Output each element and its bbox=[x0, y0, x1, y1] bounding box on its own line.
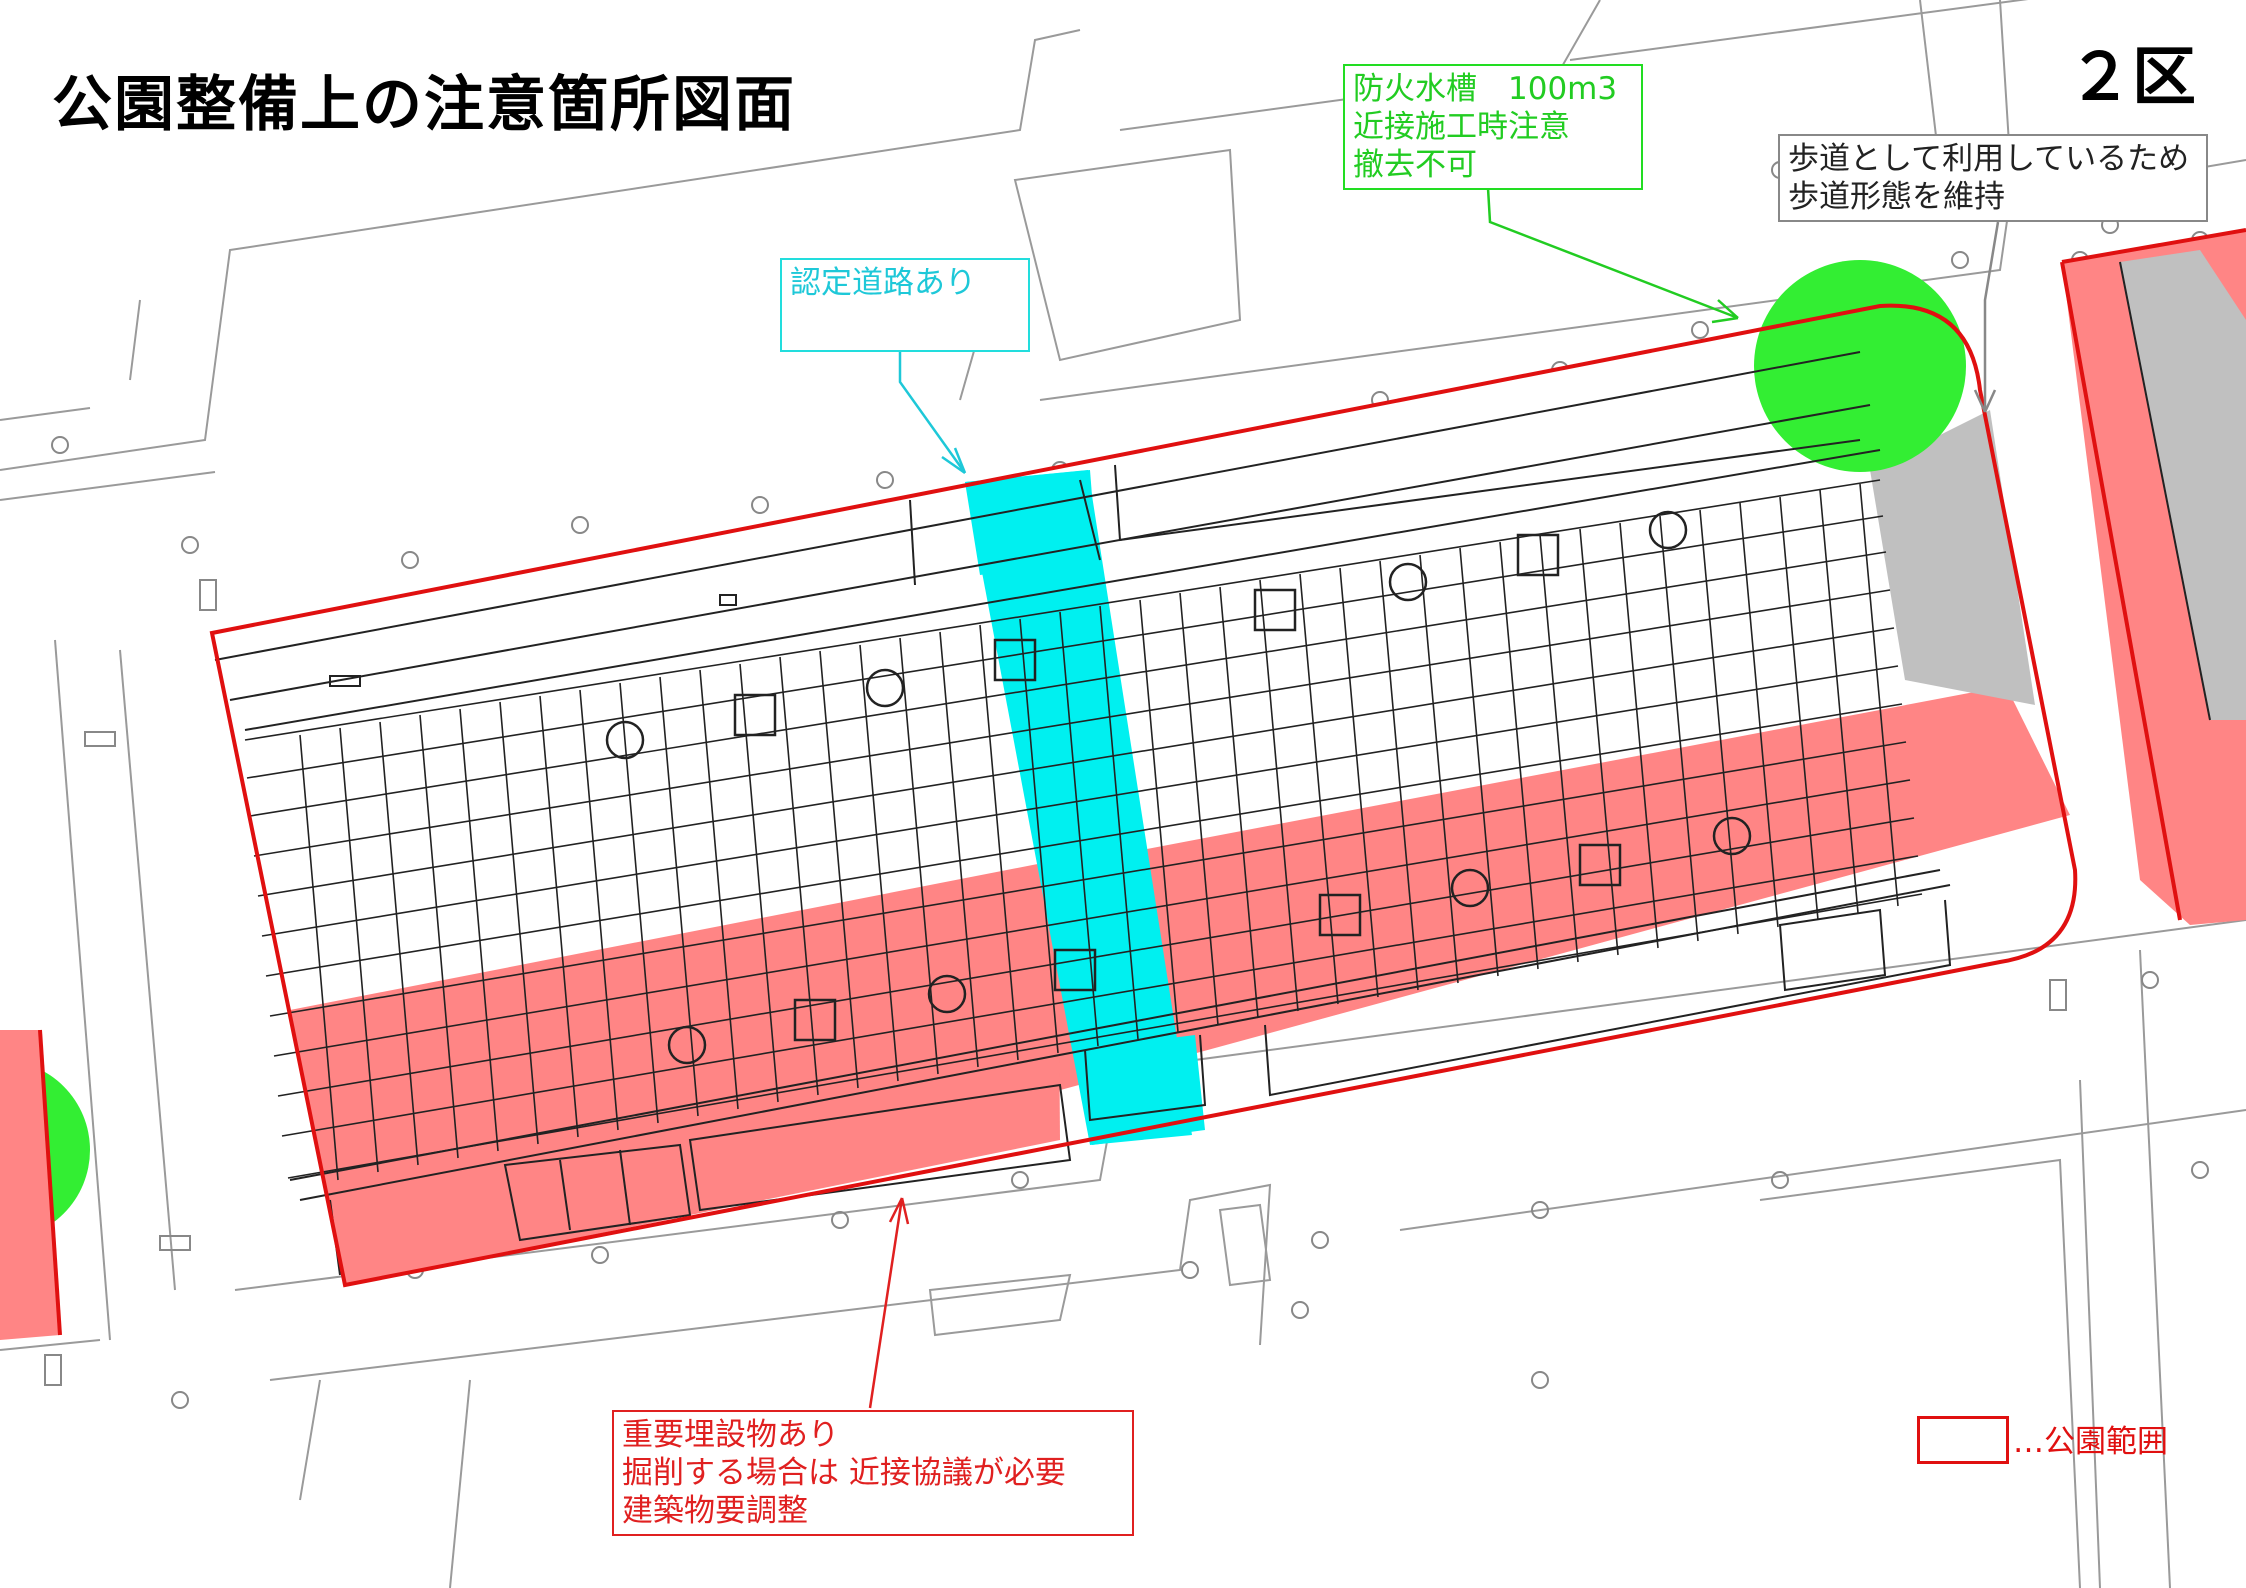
fire-tank-zone bbox=[1754, 260, 1966, 472]
hazard-zone-south-west bbox=[290, 860, 1060, 1285]
buried-object-note: 重要埋設物あり 掘削する場合は 近接協議が必要 建築物要調整 bbox=[612, 1410, 1134, 1536]
fire-tank-note-line: 近接施工時注意 bbox=[1353, 109, 1570, 145]
legend-label: …公園範囲 bbox=[2013, 1424, 2168, 1460]
buried-object-note-line: 掘削する場合は 近接協議が必要 bbox=[622, 1455, 1066, 1491]
west-block bbox=[0, 1029, 62, 1340]
leader-lines bbox=[868, 187, 2000, 1409]
certified-road-note: 認定道路あり bbox=[780, 258, 1030, 352]
buried-object-note-line: 建築物要調整 bbox=[622, 1493, 808, 1529]
fire-tank-note-line: 撤去不可 bbox=[1353, 147, 1477, 183]
park-block bbox=[0, 260, 2078, 1288]
sidewalk-note-line: 歩道形態を維持 bbox=[1788, 179, 2005, 215]
sidewalk-note: 歩道として利用しているため 歩道形態を維持 bbox=[1778, 134, 2208, 222]
buried-object-note-line: 重要埋設物あり bbox=[622, 1417, 839, 1453]
certified-road-top bbox=[965, 470, 1097, 575]
east-block bbox=[2060, 228, 2246, 925]
district-label: ２区 bbox=[2068, 41, 2196, 115]
fire-tank-note-line: 防火水槽 100m3 bbox=[1353, 71, 1618, 107]
legend-swatch bbox=[1917, 1416, 2009, 1464]
page-title: 公園整備上の注意箇所図面 bbox=[52, 70, 796, 140]
south-edge bbox=[289, 869, 1952, 1276]
certified-road-note-line: 認定道路あり bbox=[790, 265, 976, 301]
sidewalk-note-line: 歩道として利用しているため bbox=[1788, 141, 2190, 177]
tree-pits bbox=[605, 510, 1752, 1065]
fire-tank-note: 防火水槽 100m3 近接施工時注意 撤去不可 bbox=[1343, 64, 1643, 190]
north-edge bbox=[214, 351, 1881, 731]
park-boundary bbox=[209, 303, 2078, 1288]
sidewalk-zone bbox=[1870, 410, 2035, 705]
